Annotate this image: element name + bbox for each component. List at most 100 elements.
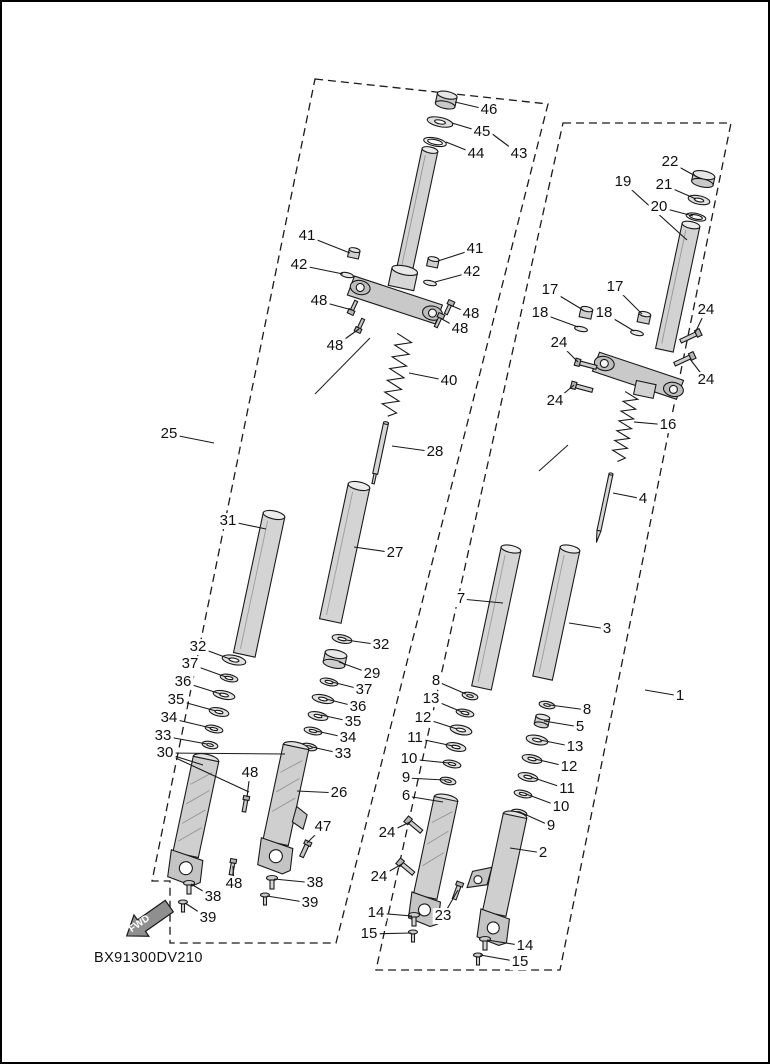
part-bolt-41-left: [346, 247, 361, 260]
leader-line-33: [311, 746, 344, 755]
leader-line-1: [644, 689, 681, 697]
leader-line-24: [554, 384, 575, 402]
leader-line-30: [164, 752, 204, 766]
part-damper-rod-28: [371, 421, 390, 485]
leader-line-15: [368, 932, 412, 935]
right-assembly-artwork: [395, 170, 716, 966]
leader-line-42: [298, 264, 344, 275]
part-bolt-48-mid: [241, 794, 251, 813]
leader-line-11: [414, 737, 454, 747]
leader-line-42: [434, 271, 473, 283]
leader-line-41: [306, 235, 351, 254]
leader-line-12: [534, 758, 570, 768]
leader-line-34: [315, 730, 349, 739]
fwd-arrow: FWD: [125, 899, 175, 937]
leader-line-37: [189, 663, 227, 678]
leader-line-24: [689, 358, 707, 381]
diagram-code: BX91300DV210: [94, 950, 203, 966]
leader-line-24: [386, 821, 411, 834]
part-washer-45: [426, 116, 454, 128]
leader-line-9: [521, 812, 552, 827]
left-assembly-artwork: [167, 90, 458, 913]
leader-line-48: [246, 772, 251, 798]
leader-line-38: [273, 878, 316, 884]
leader-line-24: [378, 863, 403, 878]
leader-line-18: [603, 312, 635, 332]
leader-line-25: [168, 433, 215, 444]
outline-left-assembly: [151, 78, 549, 944]
axis-line-left: [314, 337, 371, 395]
leader-line-33: [162, 735, 208, 745]
leader-line-4: [612, 492, 644, 500]
left-washer-stack-a: [201, 654, 247, 750]
right-washer-stack-b: [510, 700, 556, 818]
part-washer-42-right: [423, 279, 437, 287]
leader-line-2: [509, 847, 544, 854]
leader-line-27: [353, 546, 396, 554]
part-lower-bracket-right: [591, 351, 685, 400]
leader-line-48: [232, 865, 235, 885]
leader-line-36: [325, 698, 359, 708]
leader-line-47: [306, 826, 324, 844]
part-oring-44: [423, 136, 447, 148]
leader-line-48: [334, 328, 360, 347]
part-steering-stem-right: [654, 220, 701, 353]
leader-line-11: [530, 776, 568, 790]
part-collar-5: [533, 713, 551, 729]
leader-line-41: [437, 248, 476, 262]
leader-line-24: [694, 309, 707, 334]
part-bolt-17-right: [636, 310, 652, 325]
leader-line-38: [190, 883, 214, 898]
leader-line-45: [451, 122, 483, 133]
leader-line-14: [375, 912, 413, 917]
part-washer-18-right: [630, 329, 644, 337]
leader-line-7: [460, 598, 504, 604]
leader-line-30: [164, 752, 286, 755]
leader-line-18: [539, 312, 579, 328]
leader-line-48: [449, 304, 472, 315]
leader-line-36: [182, 681, 222, 695]
leader-line-8: [549, 704, 588, 711]
leader-line-10: [525, 793, 562, 808]
leader-line-9: [405, 777, 446, 781]
leader-line-3: [568, 622, 608, 630]
leader-line-43: [490, 132, 520, 155]
part-steering-nut-46: [434, 90, 458, 110]
leader-line-17: [549, 289, 584, 311]
leader-line-5: [543, 720, 581, 728]
part-outer-tube-30-right: [257, 741, 310, 875]
leader-line-35: [320, 714, 354, 723]
leader-line-48: [318, 300, 353, 311]
part-spring-16: [611, 391, 640, 462]
leader-line-35: [175, 699, 217, 712]
leader-line-37: [331, 681, 365, 691]
leader-line-32: [197, 646, 231, 660]
leader-line-44: [445, 141, 477, 155]
leader-line-34: [168, 717, 212, 729]
part-spring-40: [380, 332, 414, 417]
leader-line-26: [296, 790, 340, 794]
leader-line-17: [614, 286, 643, 315]
part-inner-tube-7: [471, 544, 522, 691]
leader-line-46: [454, 101, 490, 111]
leader-line-48: [439, 317, 461, 330]
leader-line-24: [558, 342, 579, 363]
leader-line-30: [164, 752, 250, 793]
leader-line-31: [227, 520, 267, 530]
leader-line-32: [345, 639, 382, 646]
leader-line-29: [338, 661, 373, 675]
leader-line-13: [430, 698, 463, 713]
leader-line-15: [479, 954, 521, 963]
part-bolts-24: [569, 327, 703, 394]
part-inner-tube-27: [318, 480, 371, 624]
part-upper-bracket-left: [346, 264, 444, 325]
leader-line-40: [408, 372, 450, 382]
leader-line-21: [663, 184, 697, 200]
part-bolt-48-lower: [228, 857, 238, 876]
leader-line-23: [442, 889, 459, 917]
leader-line-10: [408, 758, 450, 764]
leader-line-20: [658, 206, 694, 217]
axis-line-right: [538, 444, 569, 472]
